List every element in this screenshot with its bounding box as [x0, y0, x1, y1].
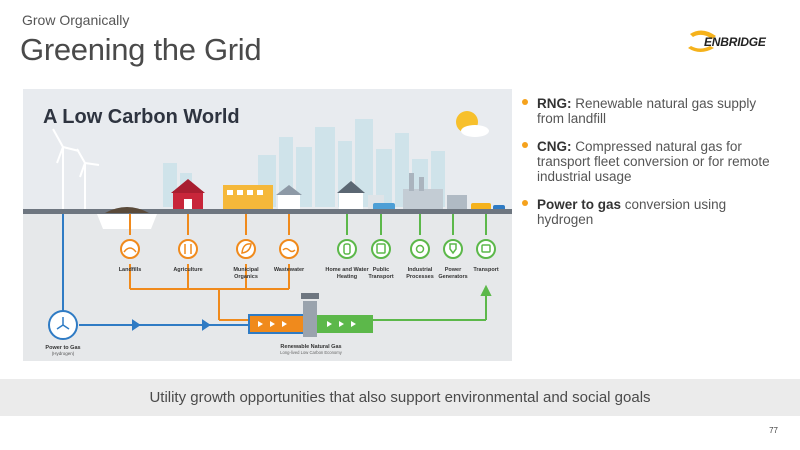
- label-hydrogen: (Hydrogen): [52, 351, 75, 356]
- power-generators-node-icon: [443, 239, 463, 259]
- bullet-list: RNG: Renewable natural gas supply from l…: [519, 96, 779, 240]
- label-transport-1: Transport: [368, 274, 394, 280]
- page-number: 77: [769, 426, 778, 435]
- hydrogen-pipe: [62, 214, 249, 331]
- barn-icon: [171, 179, 205, 211]
- label-landfills: Landfills: [119, 267, 142, 273]
- municipal-building: [223, 185, 273, 211]
- bullet-cng: CNG: Compressed natural gas for transpor…: [519, 139, 779, 184]
- bullet-cng-text: Compressed natural gas for transport fle…: [537, 139, 770, 184]
- public-transport-node-icon: [371, 239, 391, 259]
- low-carbon-infographic: A Low Carbon World: [23, 89, 512, 361]
- label-public: Public: [373, 267, 390, 273]
- factory-icon: [403, 173, 467, 211]
- bullet-rng-text: Renewable natural gas supply from landfi…: [537, 96, 757, 126]
- label-generators: Generators: [438, 274, 467, 280]
- bullet-rng: RNG: Renewable natural gas supply from l…: [519, 96, 779, 126]
- label-transport-2: Transport: [473, 267, 499, 273]
- wind-turbines: [52, 128, 100, 209]
- bullet-dot-icon: [522, 142, 528, 148]
- agriculture-node-icon: [178, 239, 198, 259]
- slide-title: Greening the Grid: [20, 32, 262, 67]
- infographic-title: A Low Carbon World: [43, 106, 240, 128]
- bullet-rng-bold: RNG:: [537, 96, 572, 111]
- landfill-node-icon: [120, 239, 140, 259]
- rng-pipeline-icon: [248, 293, 373, 337]
- label-municipal: Municipal: [233, 267, 259, 273]
- bullet-cng-bold: CNG:: [537, 139, 572, 154]
- bullet-power-bold: Power to gas: [537, 197, 622, 212]
- label-rng: Renewable Natural Gas: [280, 344, 341, 350]
- label-rng-sub: Long-lived Low Carbon Economy: [280, 350, 343, 355]
- label-wastewater: Wastewater: [274, 267, 305, 273]
- label-home-water: Home and Water: [325, 267, 369, 273]
- sun-icon: [456, 111, 489, 137]
- label-agriculture: Agriculture: [173, 267, 202, 273]
- label-heating: Heating: [337, 274, 357, 280]
- bullet-dot-icon: [522, 99, 528, 105]
- label-industrial: Industrial: [408, 267, 433, 273]
- label-processes: Processes: [406, 274, 434, 280]
- power-to-gas-node-icon: [48, 310, 78, 340]
- enbridge-logo-mark-icon: [688, 30, 716, 52]
- slide-kicker: Grow Organically: [22, 12, 130, 28]
- label-power: Power: [445, 267, 462, 273]
- bullet-power-text: conversion using hydrogen: [537, 197, 727, 227]
- organics-node-icon: [236, 239, 256, 259]
- rng-source-pipes: [129, 214, 290, 321]
- landfill-pile-icon: [105, 207, 149, 213]
- wastewater-node-icon: [279, 239, 299, 259]
- footer-banner: Utility growth opportunities that also s…: [0, 379, 800, 416]
- label-organics: Organics: [234, 274, 258, 280]
- industrial-processes-node-icon: [410, 239, 430, 259]
- home-heating-node-icon: [337, 239, 357, 259]
- enbridge-logo: ENBRIDGE: [686, 28, 776, 56]
- bullet-power-to-gas: Power to gas conversion using hydrogen: [519, 197, 779, 227]
- bullet-dot-icon: [522, 200, 528, 206]
- rng-use-pipes: [346, 214, 492, 321]
- transport-node-icon: [476, 239, 496, 259]
- logo-text: ENBRIDGE: [704, 35, 766, 49]
- label-power-to-gas: Power to Gas: [45, 345, 80, 351]
- banner-text: Utility growth opportunities that also s…: [149, 389, 651, 406]
